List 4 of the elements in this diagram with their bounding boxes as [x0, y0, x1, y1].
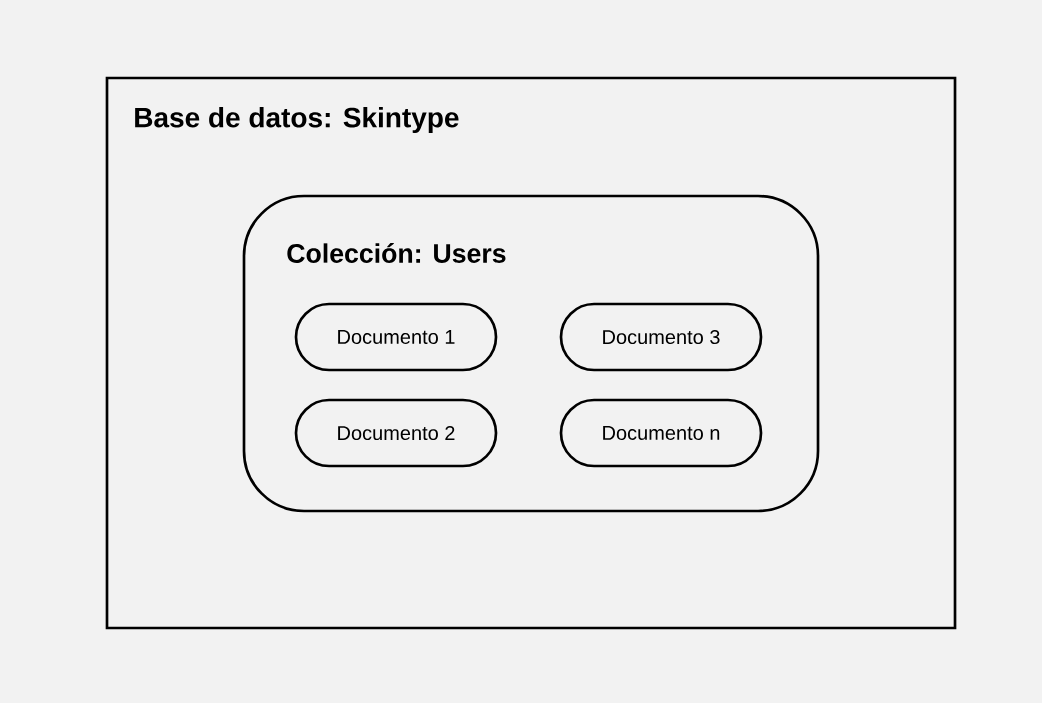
document-pill: Documento 1	[294, 302, 498, 372]
document-pill: Documento n	[559, 398, 763, 468]
document-pill: Documento 3	[559, 302, 763, 372]
document-pill: Documento 2	[294, 398, 498, 468]
